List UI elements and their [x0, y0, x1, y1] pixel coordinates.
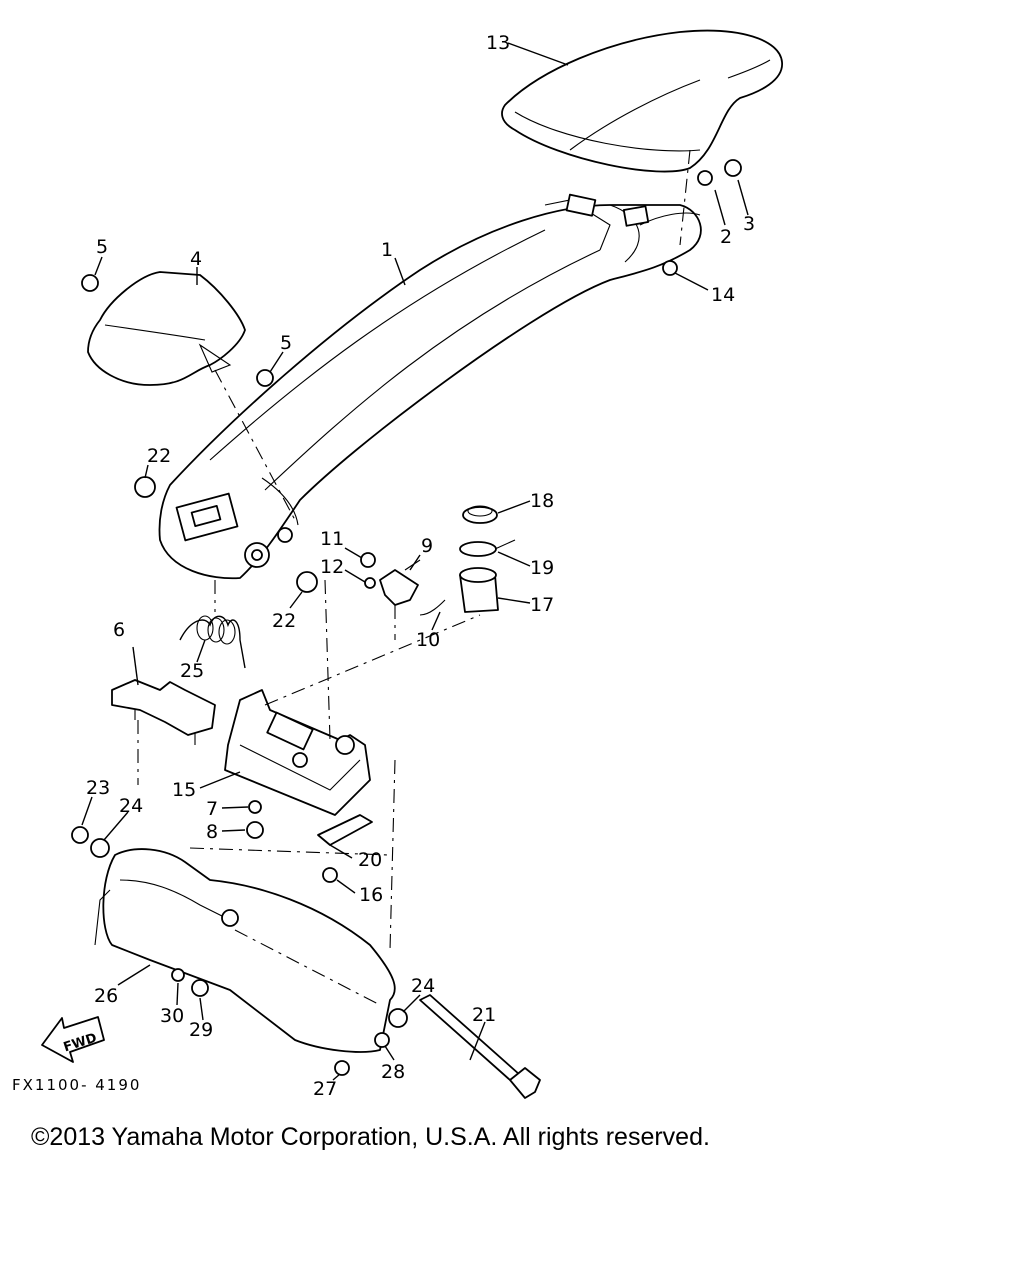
- callout-19: 19: [530, 557, 554, 579]
- callout-21: 21: [472, 1004, 496, 1026]
- small-hardware: [71, 159, 742, 1076]
- callout-17: 17: [530, 594, 554, 616]
- callout-3: 3: [743, 213, 755, 235]
- callout-12: 12: [320, 556, 344, 578]
- callout-29: 29: [189, 1019, 213, 1041]
- callout-20: 20: [358, 849, 382, 871]
- callout-15: 15: [172, 779, 196, 801]
- callout-8: 8: [206, 821, 218, 843]
- callout-25: 25: [180, 660, 204, 682]
- fwd-arrow-icon: FWD: [41, 1016, 105, 1063]
- callout-4: 4: [190, 248, 202, 270]
- bushing-stack-part: [459, 505, 516, 613]
- callout-5a: 5: [96, 236, 108, 258]
- callout-2: 2: [720, 226, 732, 248]
- callout-26: 26: [94, 985, 118, 1007]
- callout-22a: 22: [147, 445, 171, 467]
- callout-24b: 24: [411, 975, 435, 997]
- washer-plate-part: [317, 814, 373, 846]
- long-bolt-part: [419, 994, 541, 1099]
- front-cap-part: [87, 271, 246, 386]
- leader-lines: [81, 42, 749, 1081]
- copyright-notice: ©2013 Yamaha Motor Corporation, U.S.A. A…: [31, 1123, 710, 1151]
- callout-18: 18: [530, 490, 554, 512]
- callout-1: 1: [381, 239, 393, 261]
- callout-6: 6: [113, 619, 125, 641]
- callout-22b: 22: [272, 610, 296, 632]
- callout-14: 14: [711, 284, 735, 306]
- seat-pad-part: [501, 29, 783, 173]
- callout-23: 23: [86, 777, 110, 799]
- diagram-code: FX1100- 4190: [12, 1076, 141, 1094]
- steering-arm-part: [158, 193, 702, 580]
- stopper-plate-part: [111, 679, 216, 745]
- callout-10: 10: [416, 629, 440, 651]
- lever-part: [379, 559, 446, 616]
- callout-30: 30: [160, 1005, 184, 1027]
- bracket-base-part: [224, 689, 371, 816]
- callout-11: 11: [320, 528, 344, 550]
- callout-16: 16: [359, 884, 383, 906]
- spring-part: [179, 615, 246, 669]
- callout-13: 13: [486, 32, 510, 54]
- callout-9: 9: [421, 535, 433, 557]
- alignment-lines: [137, 149, 691, 1006]
- callout-5b: 5: [280, 332, 292, 354]
- callout-7: 7: [206, 798, 218, 820]
- callout-24a: 24: [119, 795, 143, 817]
- callout-27: 27: [313, 1078, 337, 1100]
- lower-cover-part: [94, 848, 396, 1053]
- exploded-parts-diagram: FWD 1 2 3 4 5 5 6 7 8 9 10 11 12 13 14 1…: [12, 29, 783, 1100]
- callout-28: 28: [381, 1061, 405, 1083]
